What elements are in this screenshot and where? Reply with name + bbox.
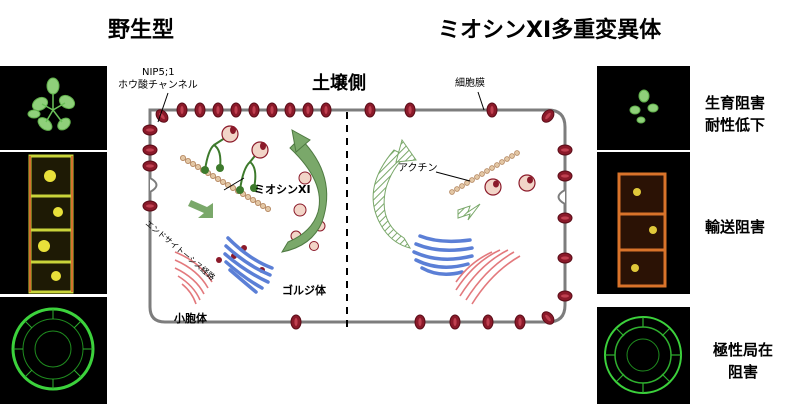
plasma-membrane bbox=[148, 108, 567, 324]
mutant-plant-image bbox=[597, 66, 690, 150]
soil-side-label: 土壌側 bbox=[312, 73, 366, 94]
wt-root-section-image bbox=[0, 297, 107, 404]
boric-acid-channel-label: ホウ酸チャンネル bbox=[118, 80, 198, 91]
plasma-membrane-label: 細胞膜 bbox=[455, 78, 485, 89]
recycling-arrow-wt bbox=[280, 137, 328, 253]
mutant-root-section-image bbox=[597, 307, 690, 404]
myosin-xi-motors bbox=[204, 135, 259, 191]
wt-root-cells-image bbox=[0, 152, 107, 294]
actin-label: アクチン bbox=[398, 163, 438, 174]
golgi-label: ゴルジ体 bbox=[282, 284, 326, 297]
actin-filament-wt bbox=[179, 154, 271, 212]
endocytosis-arrow-mutant bbox=[457, 203, 481, 221]
actin-filament-mutant bbox=[449, 150, 520, 195]
nip5-channels-mutant bbox=[290, 102, 573, 330]
er-wt bbox=[174, 251, 213, 305]
nip5-label: NIP5;1 bbox=[142, 67, 175, 78]
endocytosis-arrow-wt bbox=[188, 200, 213, 218]
cargo-vesicles-mutant bbox=[484, 174, 536, 196]
growth-inhibition-label: 生育阻害 耐性低下 bbox=[705, 94, 766, 134]
wild-type-heading: 野生型 bbox=[108, 18, 175, 43]
mutant-root-cells-image bbox=[597, 152, 690, 294]
transport-inhibition-label: 輸送阻害 bbox=[705, 218, 766, 236]
golgi-wt bbox=[223, 236, 274, 294]
wt-plant-image bbox=[0, 66, 107, 150]
er-mutant bbox=[455, 249, 521, 305]
recycling-arrow-mutant bbox=[372, 149, 412, 249]
er-label: 小胞体 bbox=[174, 312, 207, 325]
myosin-xi-label: ミオシンXI bbox=[254, 183, 311, 196]
mutant-heading: ミオシンXI多重変異体 bbox=[438, 18, 662, 43]
polar-localization-label: 極性局在 阻害 bbox=[713, 341, 774, 381]
golgi-mutant bbox=[412, 234, 474, 276]
